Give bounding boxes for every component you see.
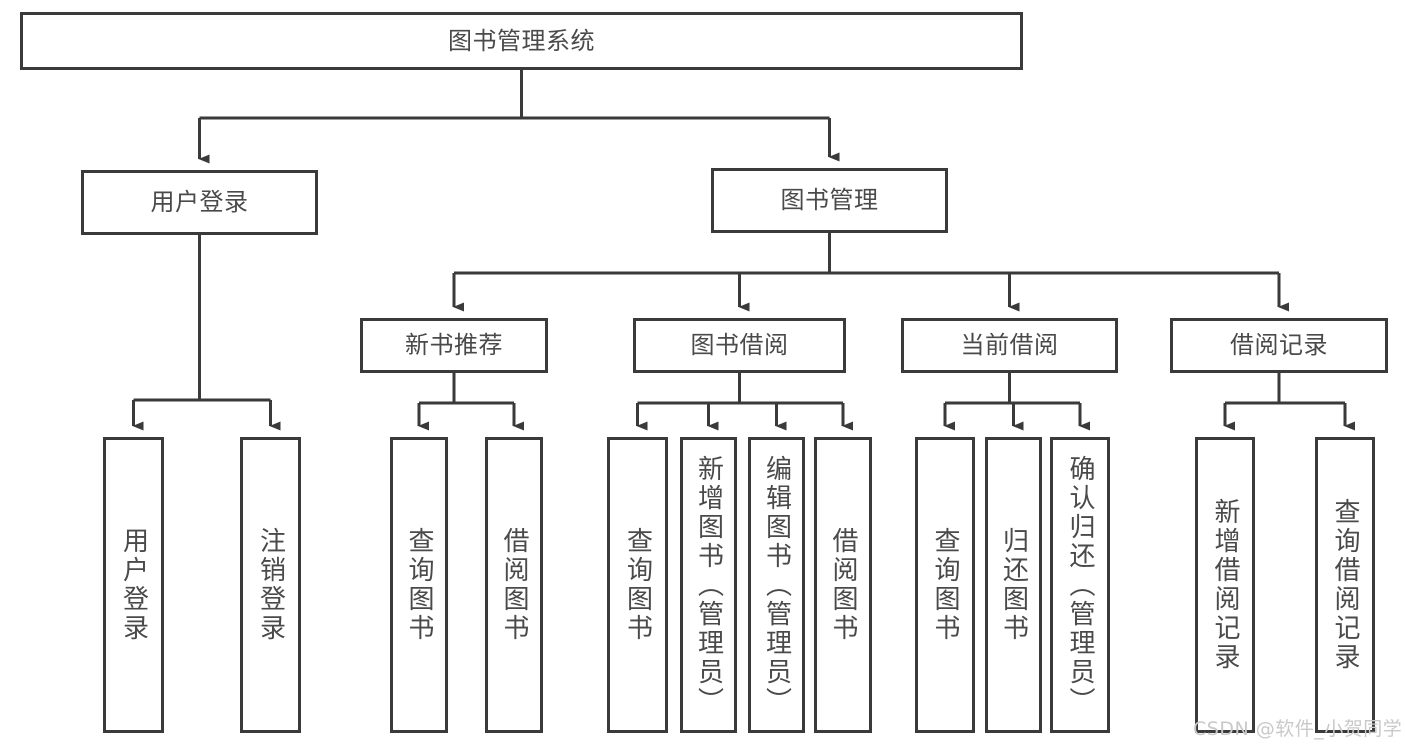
node-label: 新增借阅记录 <box>1210 498 1240 672</box>
node-label: 查询图书 <box>930 527 960 643</box>
node-leaf-user-logout: 注销登录 <box>240 437 301 733</box>
node-leaf-add-record: 新增借阅记录 <box>1195 437 1255 733</box>
node-user-login: 用户登录 <box>81 170 318 235</box>
node-label: 用户登录 <box>150 188 249 217</box>
node-leaf-edit-book: 编辑图书（管理员） <box>748 437 805 733</box>
node-leaf-query-book-1: 查询图书 <box>390 437 448 733</box>
node-leaf-query-record: 查询借阅记录 <box>1315 437 1375 733</box>
node-root: 图书管理系统 <box>20 12 1023 70</box>
node-label: 新书推荐 <box>405 331 503 360</box>
node-label: 注销登录 <box>255 527 286 643</box>
node-label: 编辑图书（管理员） <box>761 454 792 716</box>
node-label: 归还图书 <box>998 527 1029 643</box>
node-leaf-user-login: 用户登录 <box>103 437 164 733</box>
node-leaf-add-book: 新增图书（管理员） <box>680 437 737 733</box>
node-leaf-borrow-book-1: 借阅图书 <box>485 437 543 733</box>
node-label: 查询图书 <box>622 527 653 643</box>
node-leaf-confirm-return: 确认归还（管理员） <box>1050 437 1110 733</box>
node-current-borrow: 当前借阅 <box>901 318 1118 373</box>
watermark-text: CSDN @软件_小贺同学 <box>1193 718 1403 740</box>
node-label: 借阅记录 <box>1230 331 1328 360</box>
node-label: 查询借阅记录 <box>1330 498 1360 672</box>
node-label: 图书管理 <box>780 186 879 215</box>
node-leaf-return-book: 归还图书 <box>985 437 1042 733</box>
node-label: 当前借阅 <box>960 331 1059 360</box>
node-label: 用户登录 <box>118 527 149 643</box>
node-new-book-rec: 新书推荐 <box>360 318 548 373</box>
node-label: 新增图书（管理员） <box>693 454 724 716</box>
node-leaf-borrow-book-2: 借阅图书 <box>814 437 872 733</box>
node-label: 确认归还（管理员） <box>1065 454 1095 716</box>
node-label: 借阅图书 <box>499 527 529 643</box>
node-label: 借阅图书 <box>828 527 858 643</box>
node-label: 图书借阅 <box>690 331 789 360</box>
node-label: 图书管理系统 <box>448 26 595 55</box>
node-borrow-record: 借阅记录 <box>1170 318 1388 373</box>
node-label: 查询图书 <box>404 527 434 643</box>
node-book-borrow: 图书借阅 <box>633 318 846 373</box>
node-leaf-query-book-2: 查询图书 <box>607 437 668 733</box>
node-book-manage: 图书管理 <box>711 168 948 233</box>
node-leaf-query-book-3: 查询图书 <box>915 437 975 733</box>
